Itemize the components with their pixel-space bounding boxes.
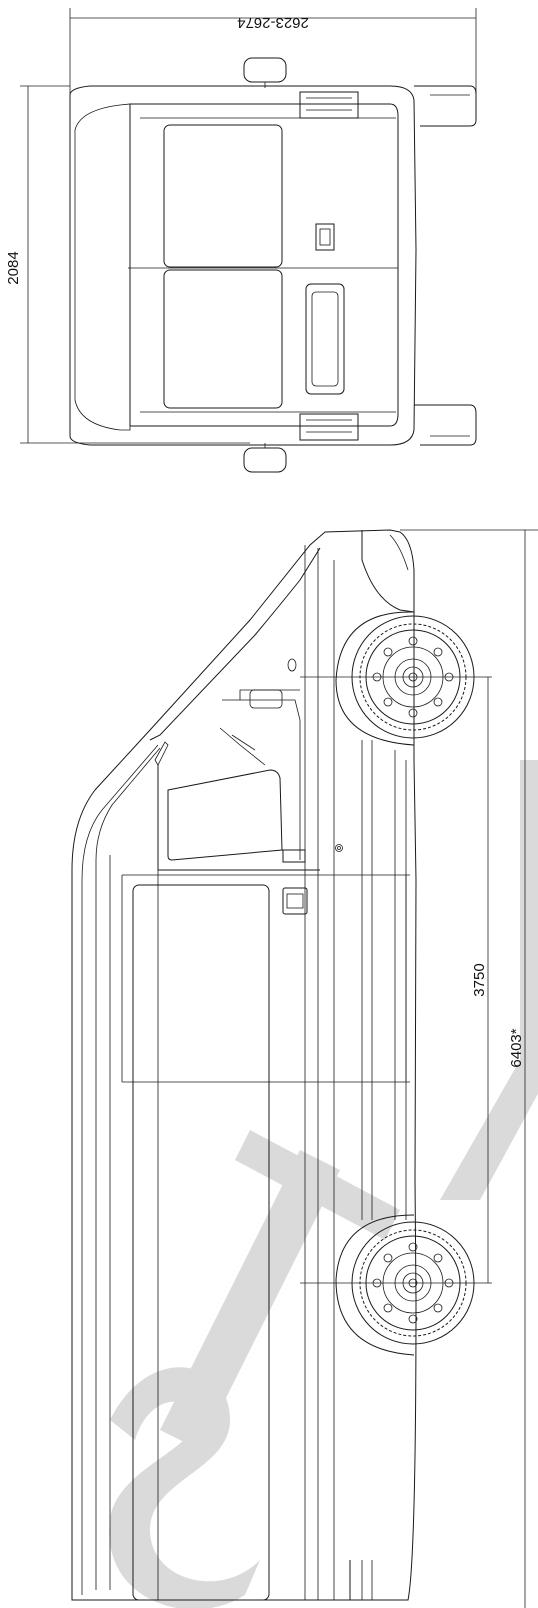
watermark <box>109 760 538 1608</box>
side-view <box>71 529 475 1601</box>
wheelbase-label: 3750 <box>471 963 488 996</box>
dimension-lines: 3750 6403* <box>300 529 538 1608</box>
overall-width-label: 2084 <box>5 251 22 284</box>
front-view: 2623-2674 2084 <box>5 8 477 473</box>
overall-length-label: 6403* <box>508 1028 525 1067</box>
mirror-width-label: 2623-2674 <box>237 14 309 31</box>
